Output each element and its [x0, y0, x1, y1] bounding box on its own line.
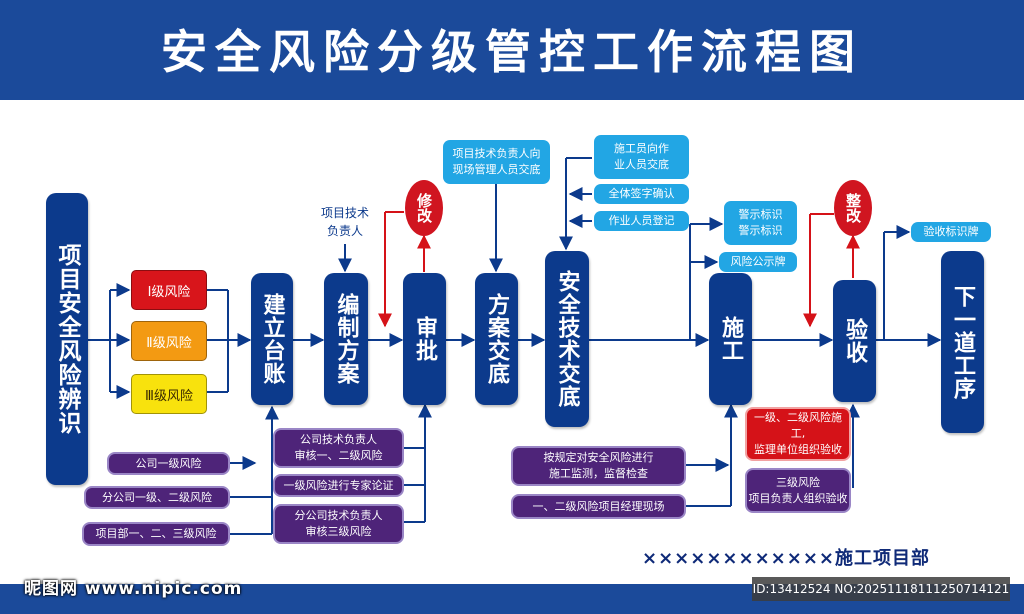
note-company-l1: 公司一级风险 [107, 452, 230, 475]
watermark-left: 昵图网 www.nipic.com [24, 579, 243, 599]
step-safety-disclosure: 安全技术交底 [545, 251, 589, 427]
note-branch-l12: 分公司一级、二级风险 [84, 486, 230, 509]
risk-level-1: Ⅰ级风险 [131, 270, 207, 310]
note-manager-onsite: 一、二级风险项目经理现场 [511, 494, 686, 519]
note-monitoring: 按规定对安全风险进行 施工监测，监督检查 [511, 446, 686, 486]
watermark-right: ID:13412524 NO:20251118111250714121 [752, 577, 1010, 601]
note-all-sign: 全体签字确认 [594, 184, 689, 204]
note-worker-register: 作业人员登记 [594, 211, 689, 231]
company-signature: ××××××××××××施工项目部 [642, 548, 930, 569]
step-write-plan: 编制方案 [324, 273, 368, 405]
note-expert-review: 一级风险进行专家论证 [273, 474, 404, 497]
step-risk-identification: 项目安全风险辨识 [46, 193, 88, 485]
step-approval: 审批 [403, 273, 446, 405]
step-acceptance: 验收 [833, 280, 876, 402]
page-title: 安全风险分级管控工作流程图 [161, 25, 863, 79]
step-build-ledger: 建立台账 [251, 273, 293, 405]
step-next-process: 下一道工序 [941, 251, 984, 433]
note-warning-signs: 警示标识 警示标识 [724, 201, 797, 245]
risk-level-3: Ⅲ级风险 [131, 374, 207, 414]
risk-level-2: Ⅱ级风险 [131, 321, 207, 361]
note-company-review: 公司技术负责人 审核一、二级风险 [273, 428, 404, 468]
step-plan-disclosure: 方案交底 [475, 273, 518, 405]
note-level3-acceptance: 三级风险 项目负责人组织验收 [745, 468, 851, 513]
fix-oval-1: 修改 [405, 180, 443, 236]
note-disclose-to-site: 项目技术负责人向 现场管理人员交底 [443, 140, 550, 184]
note-worker-disclosure: 施工员向作 业人员交底 [594, 135, 689, 179]
note-project-l123: 项目部一、二、三级风险 [82, 522, 230, 546]
note-risk-board: 风险公示牌 [719, 252, 797, 272]
note-supervisor-acceptance: 一级、二级风险施工, 监理单位组织验收 [745, 407, 851, 461]
step-construction: 施工 [709, 273, 752, 405]
note-branch-review: 分公司技术负责人 审核三级风险 [273, 504, 404, 544]
header-bar [0, 0, 1024, 100]
fix-oval-2: 整改 [834, 180, 872, 236]
note-tech-lead: 项目技术 负责人 [320, 206, 369, 238]
note-accept-board: 验收标识牌 [911, 222, 991, 242]
